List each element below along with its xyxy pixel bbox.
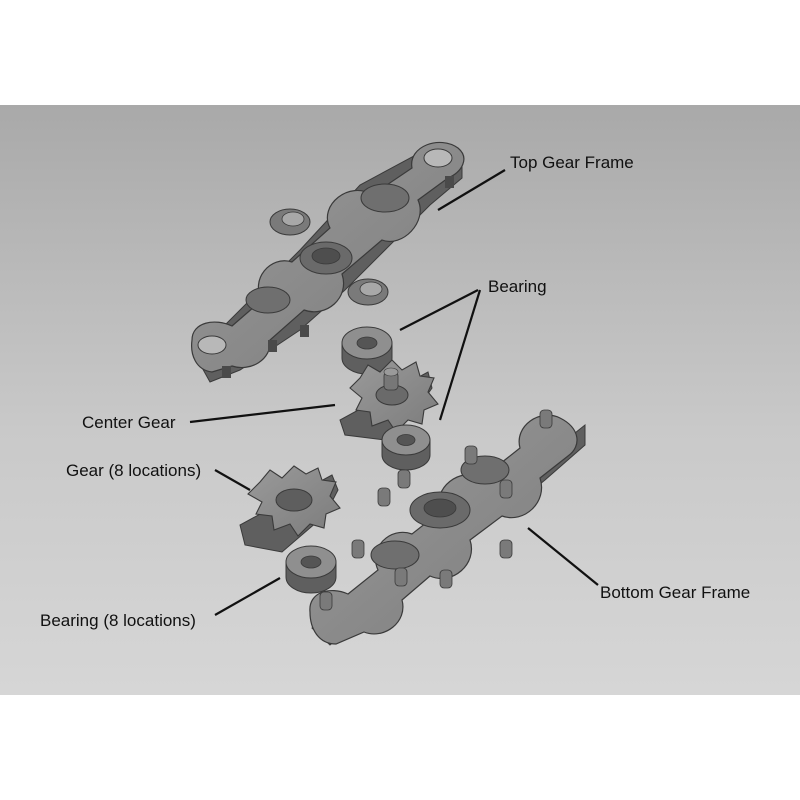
leader-center-gear — [189, 403, 336, 424]
bearing-part-lower — [381, 424, 431, 471]
gear-part — [239, 465, 341, 553]
top-gear-frame-part — [191, 141, 465, 383]
leader-lines — [189, 169, 599, 616]
center-gear-part — [339, 359, 439, 441]
label-bearing: Bearing — [488, 277, 547, 296]
label-bearing-8: Bearing (8 locations) — [40, 611, 196, 630]
leader-bearing-upper — [399, 289, 479, 331]
leader-bottom-gear-frame — [527, 527, 599, 586]
label-bottom-gear-frame: Bottom Gear Frame — [600, 583, 750, 602]
leader-top-gear-frame — [437, 169, 506, 211]
bearing-8-part — [285, 545, 337, 594]
leader-bearing-lower — [438, 289, 482, 421]
leader-bearing-8 — [214, 577, 281, 616]
label-gear-8: Gear (8 locations) — [66, 461, 201, 480]
label-center-gear: Center Gear — [82, 413, 176, 432]
label-top-gear-frame: Top Gear Frame — [510, 153, 634, 172]
bottom-gear-frame-part — [309, 409, 586, 646]
leader-gear-8 — [214, 469, 251, 491]
